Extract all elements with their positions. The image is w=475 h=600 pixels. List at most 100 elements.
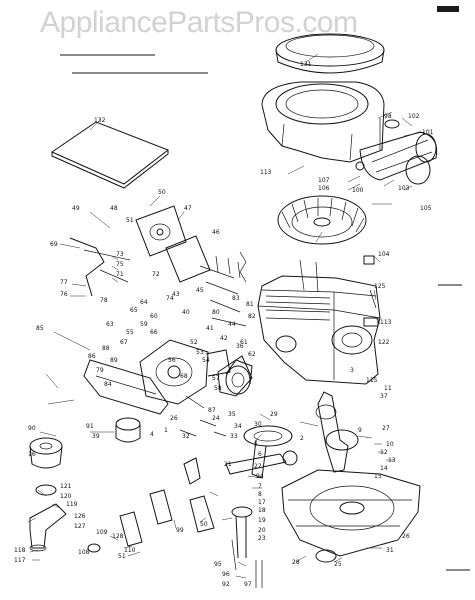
part-label: 15 xyxy=(374,473,382,480)
part-label: 5 xyxy=(254,441,258,448)
part-label: 121 xyxy=(60,483,72,490)
part-label: 71 xyxy=(116,271,124,278)
part-label: 21 xyxy=(224,461,232,468)
part-label: 64 xyxy=(140,299,148,306)
part-label: 31 xyxy=(386,547,394,554)
part-label: 108 xyxy=(78,549,90,556)
part-label: 18 xyxy=(258,507,266,514)
connecting-rod xyxy=(225,450,298,475)
part-label: 35 xyxy=(228,411,236,418)
part-label: 106 xyxy=(318,185,330,192)
part-label: 78 xyxy=(100,297,108,304)
part-label: 73 xyxy=(116,251,124,258)
part-label: 60 xyxy=(150,313,158,320)
part-label: 98 xyxy=(384,113,392,120)
part-label: 9 xyxy=(358,427,362,434)
part-label: 45 xyxy=(196,287,204,294)
part-label: 43 xyxy=(172,291,180,298)
part-label: 27 xyxy=(382,425,390,432)
part-label: 128 xyxy=(112,533,124,540)
part-label: 87 xyxy=(208,407,216,414)
part-label: 23 xyxy=(258,535,266,542)
part-label: 42 xyxy=(220,335,228,342)
ignition-module xyxy=(217,355,253,397)
part-label: 17 xyxy=(258,499,266,506)
part-label: 107 xyxy=(318,177,330,184)
part-label: 19 xyxy=(258,517,266,524)
part-label: 59 xyxy=(140,321,148,328)
part-label: 76 xyxy=(60,291,68,298)
part-label: 92 xyxy=(222,581,230,588)
part-label: 103 xyxy=(398,185,410,192)
sump-base xyxy=(281,469,421,563)
part-label: 72 xyxy=(152,271,160,278)
part-label: 119 xyxy=(66,501,78,508)
part-label: 89 xyxy=(110,357,118,364)
part-label: 61 xyxy=(240,339,248,346)
watermark: AppliancePartsPros.com xyxy=(40,6,358,39)
part-label: 68 xyxy=(180,373,188,380)
breather-cover xyxy=(363,255,379,327)
part-label: 115 xyxy=(366,377,378,384)
part-label: 109 xyxy=(96,529,108,536)
part-label: 118 xyxy=(14,547,26,554)
part-label: 50 xyxy=(158,189,166,196)
starter-pulley xyxy=(29,437,63,496)
part-label: 2 xyxy=(300,435,304,442)
part-label: 84 xyxy=(104,381,112,388)
part-label: 96 xyxy=(222,571,230,578)
part-label: 25 xyxy=(334,561,342,568)
part-label: 50 xyxy=(200,521,208,528)
part-label: 79 xyxy=(96,367,104,374)
air-cleaner-cover xyxy=(275,33,385,74)
part-label: 7 xyxy=(258,483,262,490)
part-label: 57 xyxy=(212,375,220,382)
part-label: 85 xyxy=(36,325,44,332)
part-label: 30 xyxy=(254,421,262,428)
part-label: 49 xyxy=(72,205,80,212)
part-label: 16 xyxy=(28,451,36,458)
part-label: 11 xyxy=(384,385,392,392)
part-label: 125 xyxy=(374,283,386,290)
carburetor xyxy=(139,339,231,405)
part-label: 82 xyxy=(248,313,256,320)
part-label: 81 xyxy=(246,301,254,308)
part-label: 132 xyxy=(94,117,106,124)
exhaust-elbow xyxy=(29,503,67,552)
fuel-tank xyxy=(83,359,169,415)
part-label: 8 xyxy=(258,491,262,498)
part-label: 67 xyxy=(120,339,128,346)
part-label: 90 xyxy=(28,425,36,432)
part-label: 102 xyxy=(408,113,420,120)
springs-and-pins xyxy=(179,251,377,588)
part-label: 66 xyxy=(150,329,158,336)
part-label: 75 xyxy=(116,261,124,268)
part-label: 58 xyxy=(214,385,222,392)
part-label: 39 xyxy=(92,433,100,440)
part-label: 3 xyxy=(350,367,354,374)
part-labels: 131 98 102 101 113 107 106 100 103 104 1… xyxy=(14,61,434,588)
part-label: 54 xyxy=(202,357,210,364)
flywheel xyxy=(277,195,367,245)
part-label: 47 xyxy=(184,205,192,212)
blower-housing xyxy=(261,81,385,163)
part-label: 63 xyxy=(106,321,114,328)
part-label: 55 xyxy=(126,329,134,336)
part-label: 51 xyxy=(126,217,134,224)
part-label: 53 xyxy=(196,349,204,356)
part-label: 126 xyxy=(74,513,86,520)
part-label: 99 xyxy=(176,527,184,534)
part-label: 41 xyxy=(206,325,214,332)
valve-parts xyxy=(87,457,253,559)
part-label: 74 xyxy=(166,295,174,302)
muffler xyxy=(355,119,438,185)
part-label: 120 xyxy=(60,493,72,500)
part-label: 14 xyxy=(380,465,388,472)
part-label: 69 xyxy=(50,241,58,248)
part-label: 127 xyxy=(74,523,86,530)
part-label: 56 xyxy=(168,357,176,364)
part-label: 95 xyxy=(214,561,222,568)
part-label: 33 xyxy=(230,433,238,440)
part-label: 13 xyxy=(388,457,396,464)
part-label: 101 xyxy=(422,129,434,136)
